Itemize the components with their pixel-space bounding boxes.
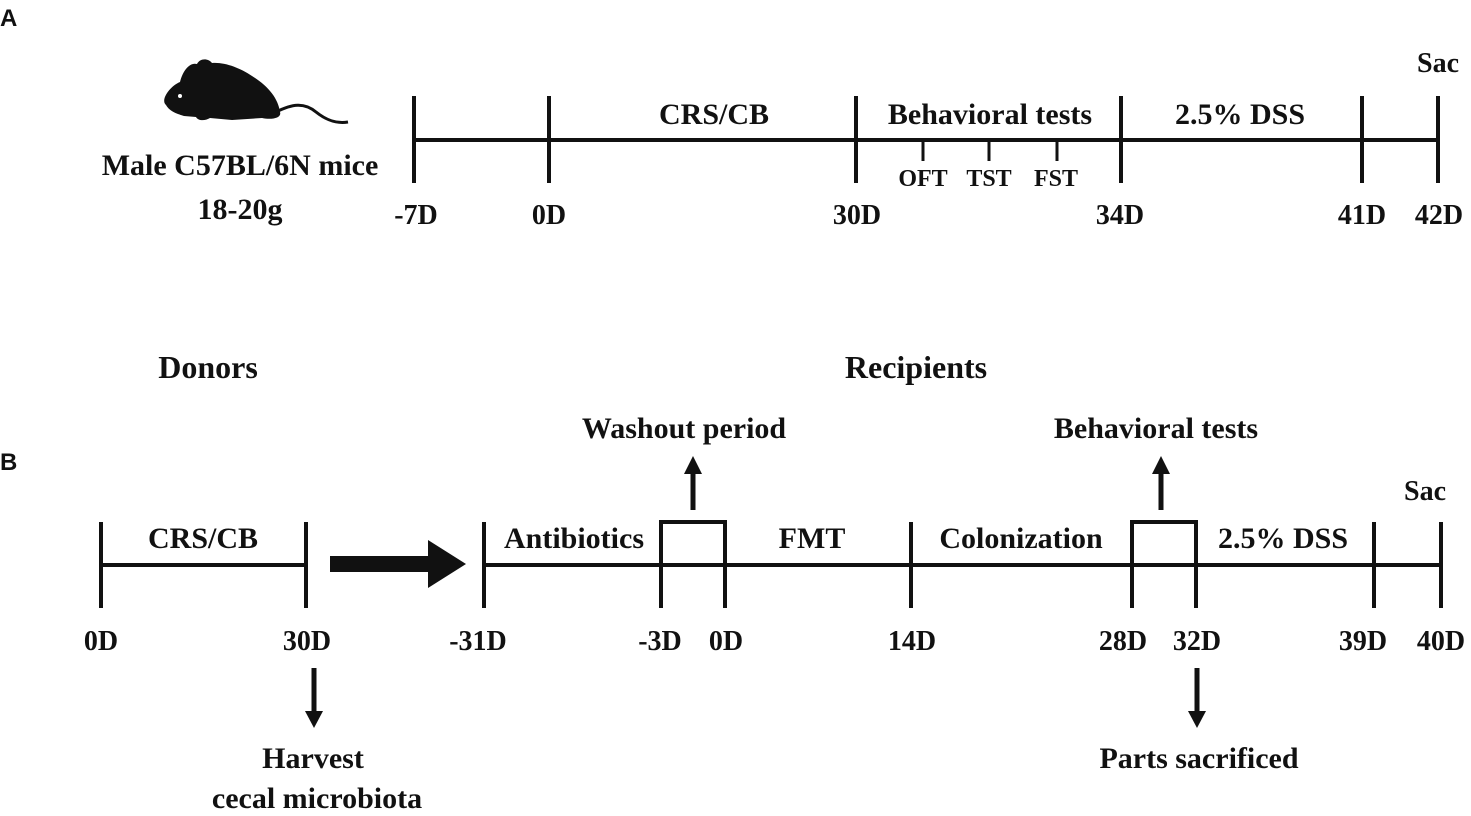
phase-dss-b: 2.5% DSS	[1218, 522, 1348, 555]
washout-box	[659, 520, 727, 565]
phase-behavioral-tests-a: Behavioral tests	[888, 98, 1092, 131]
harvest-line2: cecal microbiota	[212, 782, 422, 815]
panel-b-label: B	[0, 449, 17, 476]
test-fst: FST	[1034, 166, 1078, 192]
washout-label: Washout period	[582, 412, 787, 445]
behavioral-tests-arrow	[1152, 456, 1170, 510]
recipients-heading: Recipients	[845, 349, 987, 385]
day-a-minus7: -7D	[394, 200, 438, 231]
panel-a: A Male C57BL/6N mice 18-20g Sac CRS/CB B…	[0, 5, 1463, 231]
panel-b: B Donors Recipients CRS/CB 0D 30D Harves…	[0, 349, 1465, 815]
recipient-day-32: 32D	[1173, 626, 1221, 657]
recipient-day-14: 14D	[888, 626, 936, 657]
donor-day-0: 0D	[84, 626, 118, 657]
subject-line1: Male C57BL/6N mice	[102, 149, 379, 182]
donors-heading: Donors	[158, 349, 258, 385]
test-tst: TST	[966, 166, 1011, 192]
phase-fmt: FMT	[779, 522, 846, 555]
day-a-30: 30D	[833, 200, 881, 231]
transfer-arrow	[330, 540, 466, 588]
recipient-day-40: 40D	[1417, 626, 1465, 657]
recipient-day-minus3: -3D	[638, 626, 682, 657]
donor-phase-crs-cb: CRS/CB	[148, 522, 258, 555]
recipient-day-39: 39D	[1339, 626, 1387, 657]
behavioral-tests-box	[1130, 520, 1198, 565]
phase-antibiotics: Antibiotics	[504, 522, 644, 555]
donor-day-30: 30D	[283, 626, 331, 657]
phase-colonization: Colonization	[939, 522, 1103, 555]
recipient-day-minus31: -31D	[449, 626, 507, 657]
behavioral-tests-label-b: Behavioral tests	[1054, 412, 1258, 445]
harvest-line1: Harvest	[262, 742, 364, 775]
day-a-0: 0D	[532, 200, 566, 231]
day-a-42: 42D	[1415, 200, 1463, 231]
parts-sacrificed-label: Parts sacrificed	[1099, 742, 1298, 775]
parts-sacrificed-arrow	[1188, 668, 1206, 728]
sac-label-b: Sac	[1404, 476, 1446, 507]
test-oft: OFT	[898, 166, 947, 192]
sac-label-a: Sac	[1417, 48, 1459, 79]
mouse-icon	[164, 59, 349, 124]
phase-dss-a: 2.5% DSS	[1175, 98, 1305, 131]
day-a-41: 41D	[1338, 200, 1386, 231]
phase-crs-cb-a: CRS/CB	[659, 98, 769, 131]
recipient-day-28: 28D	[1099, 626, 1147, 657]
subject-line2: 18-20g	[198, 193, 283, 226]
recipient-day-0: 0D	[709, 626, 743, 657]
washout-arrow	[684, 456, 702, 510]
day-a-34: 34D	[1096, 200, 1144, 231]
panel-a-label: A	[0, 5, 17, 32]
harvest-arrow	[305, 668, 323, 728]
